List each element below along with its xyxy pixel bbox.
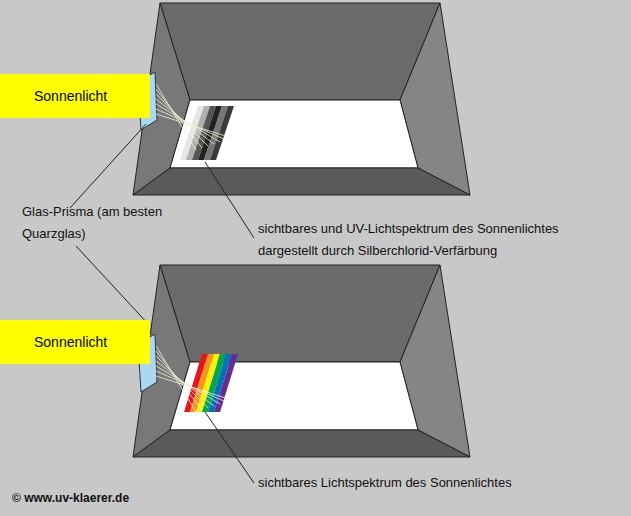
watermark: © www.uv-klaerer.de: [12, 490, 232, 506]
light-ray: [156, 84, 196, 150]
light-ray: [156, 94, 208, 146]
part-label: Glas-Prisma (am besten Quarzglas): [22, 201, 172, 245]
node-text: Sonnenlicht: [34, 88, 107, 104]
note-label: sichtbares Lichtspektrum des Sonnenlicht…: [258, 472, 598, 494]
light-ray: [156, 376, 232, 400]
light-ray: [156, 356, 208, 408]
light-ray: [156, 89, 202, 148]
box-top: [133, 3, 470, 195]
sunlight-bar: Sonnenlicht: [0, 320, 150, 364]
light-ray: [156, 109, 226, 140]
light-ray: [156, 371, 226, 402]
sunlight-bar: Sonnenlicht: [0, 74, 150, 118]
light-ray: [156, 114, 232, 138]
box-bottom: [133, 265, 470, 457]
light-rays: [156, 84, 232, 412]
node-text: Sonnenlicht: [34, 334, 107, 350]
light-ray: [156, 346, 196, 412]
light-ray: [156, 351, 202, 410]
note-label: sichtbares und UV-Lichtspektrum des Sonn…: [258, 218, 608, 262]
leader-lines: [70, 124, 254, 483]
uv-spectrum: [180, 106, 234, 160]
